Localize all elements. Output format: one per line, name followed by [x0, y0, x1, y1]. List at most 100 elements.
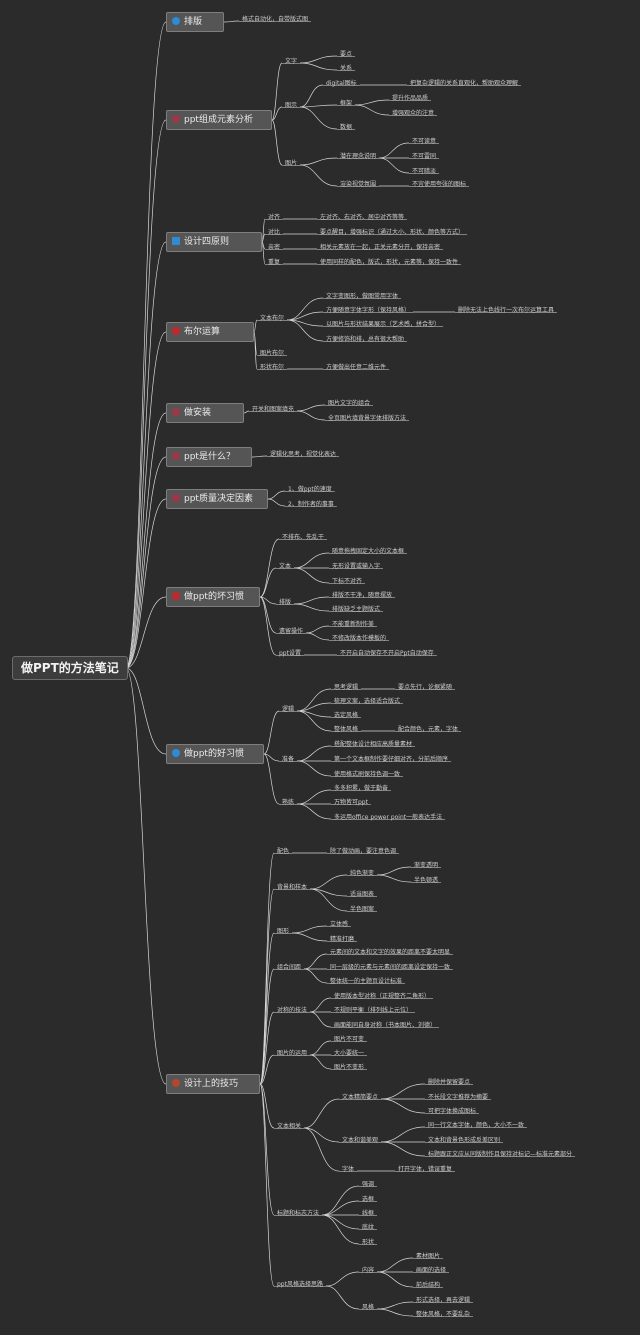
topic-b5[interactable]: 做安装	[166, 403, 244, 423]
node-b2-jidian[interactable]: 要点	[340, 51, 353, 58]
node-b10-wb1[interactable]: 文本精简要点	[342, 1094, 379, 1101]
node-b4-wenben[interactable]: 文本布尔	[260, 315, 285, 322]
node-b9-l3[interactable]: 选定风格	[334, 712, 359, 719]
node-b9-l2[interactable]: 梳理文案，选择适合版式	[334, 698, 401, 705]
root-topic[interactable]: 做PPT的方法笔记	[12, 656, 128, 680]
node-b10-ds1[interactable]: 使用版本型对称（正规整齐二角形）	[334, 993, 431, 1000]
node-b10-wb2[interactable]: 文本和谐美观	[342, 1137, 379, 1144]
node-b8-t2[interactable]: 不修改版本作模板的	[332, 635, 387, 642]
node-b2-biaoshi[interactable]: 图示	[285, 102, 298, 109]
node-b9-l4b[interactable]: 配合颜色，元素，字体	[398, 726, 459, 733]
node-b10-tp_a[interactable]: 图片不可变	[334, 1036, 365, 1043]
node-b9-j3[interactable]: 多运用office power point一般表达手法	[334, 814, 443, 821]
node-b3-qinmi[interactable]: 亲密	[268, 244, 281, 251]
node-b9-l1[interactable]: 思考逻辑	[334, 684, 359, 691]
node-b10-pc[interactable]: ppt风格选择思路	[277, 1281, 323, 1288]
node-b3-cf[interactable]: 使用同样的配色，版式，形状，元素等，保持一致性	[320, 259, 459, 266]
node-b5-fs[interactable]: 开关和图案填充	[252, 406, 295, 413]
node-b10-pc2b[interactable]: 整体风格，不要乱杂	[416, 1311, 471, 1318]
node-b9-zj[interactable]: 准备	[282, 756, 295, 763]
node-b3-db[interactable]: 要点醒目，增强标识（通过大小、形状、颜色等方式）	[320, 229, 465, 236]
node-b9-jq[interactable]: 熟练	[282, 799, 295, 806]
node-b1-a[interactable]: 格式自动化，自带版式图	[242, 16, 309, 23]
node-b2-daorentu[interactable]: 增强观众的注意	[392, 110, 435, 117]
node-b10-ds[interactable]: 对称的技法	[277, 1007, 308, 1014]
topic-b9[interactable]: 做ppt的好习惯	[166, 744, 264, 764]
node-b4-tupian[interactable]: 图片布尔	[260, 350, 285, 357]
node-b4-t1[interactable]: 文字变图形，做图常用字体	[326, 293, 399, 300]
node-b9-z3[interactable]: 使用格式刷保持色调一致	[334, 771, 401, 778]
node-b7-a[interactable]: 1、做ppt的速度	[288, 486, 332, 493]
node-b10-bj3[interactable]: 半色图案	[350, 906, 375, 913]
node-b10-ps[interactable]: 配色	[277, 848, 290, 855]
topic-b7[interactable]: ppt质量决定因素	[166, 489, 268, 509]
node-b10-jk[interactable]: 组合间距	[277, 964, 302, 971]
node-b10-hh5[interactable]: 形状	[362, 1239, 375, 1246]
node-b4-t3[interactable]: 以图片与形状结果展示（艺术感，拼合型）	[326, 321, 441, 328]
node-b5-f2[interactable]: 全页图片填背景字体排版方法	[328, 415, 407, 422]
node-b8-w2[interactable]: 无形设置或输入字	[332, 563, 381, 570]
node-b8-p2[interactable]: 排版缺乏主题版式	[332, 606, 381, 613]
node-b9-lj[interactable]: 逻辑	[282, 706, 295, 713]
node-b10-bj[interactable]: 背景和样本	[277, 884, 308, 891]
node-b8-pp1[interactable]: 不开启自动保存不开启Ppt自动保存	[340, 650, 434, 657]
node-b10-pc2[interactable]: 风格	[362, 1304, 375, 1311]
node-b10-bj1a[interactable]: 渐变透明	[414, 862, 439, 869]
topic-b3[interactable]: 设计四原则	[166, 232, 262, 252]
node-b10-pc2a[interactable]: 形式选择，再去逻辑	[416, 1297, 471, 1304]
node-b10-pc1a[interactable]: 素材图片	[416, 1253, 441, 1260]
node-b3-duiqi[interactable]: 对齐	[268, 214, 281, 221]
node-b2-mubiao2[interactable]: 不可雷同	[412, 153, 437, 160]
node-b2-mubiao1[interactable]: 不可读意	[412, 138, 437, 145]
node-b2-guanxi[interactable]: 关系	[340, 65, 353, 72]
node-b10-hh[interactable]: 标题和标志方法	[277, 1210, 320, 1217]
node-b10-tpsy[interactable]: 图片的运用	[277, 1050, 308, 1057]
node-b4-t4[interactable]: 方便修饰和排，总有很大帮助	[326, 336, 405, 343]
topic-b4[interactable]: 布尔运算	[166, 322, 254, 342]
topic-b10[interactable]: 设计上的技巧	[166, 1074, 260, 1094]
node-b10-wb1c[interactable]: 可把字体换成图标	[428, 1108, 477, 1115]
topic-b6[interactable]: ppt是什么？	[166, 447, 252, 467]
node-b9-l1b[interactable]: 要点先行，论据紧随	[398, 684, 453, 691]
node-b8-a[interactable]: 不排布、先乱干	[282, 534, 325, 541]
node-b2-tupian[interactable]: 图片	[285, 160, 298, 167]
node-b8-ppt[interactable]: ppt设置	[279, 650, 301, 657]
node-b10-wb3[interactable]: 字体	[342, 1166, 355, 1173]
node-b10-tp[interactable]: 图形	[277, 928, 290, 935]
node-b10-wb1a[interactable]: 删除并保留要点	[428, 1079, 471, 1086]
node-b8-t1[interactable]: 不能重新制作美	[332, 621, 375, 628]
node-b9-z2[interactable]: 第一个文本框制作要仔细对齐，分前后顺序	[334, 756, 449, 763]
node-b5-f1[interactable]: 图片文字的组合	[328, 400, 371, 407]
node-b10-hh4[interactable]: 底纹	[362, 1224, 375, 1231]
node-b10-wb2a[interactable]: 同一行文本字体，颜色，大小不一致	[428, 1122, 525, 1129]
node-b10-jk3[interactable]: 整体统一的主题页设计标准	[330, 978, 403, 985]
node-b2-jingshen[interactable]: 渲染视觉氛围	[340, 181, 377, 188]
node-b3-duibi[interactable]: 对比	[268, 229, 281, 236]
node-b10-pc1b[interactable]: 画面的选择	[416, 1267, 447, 1274]
node-b10-wb1b[interactable]: 不长段文字推荐为摘要	[428, 1094, 489, 1101]
node-b10-wb[interactable]: 文本相关	[277, 1123, 302, 1130]
node-b2-mubiao3[interactable]: 不可暗淡	[412, 168, 437, 175]
node-b2-zuopin[interactable]: 提升作品品质	[392, 95, 429, 102]
node-b3-qm[interactable]: 相关元素放在一起，正关元素分开，保持亲密	[320, 244, 441, 251]
node-b2-kuangji[interactable]: 框架	[340, 100, 353, 107]
node-b3-dq[interactable]: 左对齐、右对齐、居中对齐等等	[320, 214, 405, 221]
node-b10-hh1[interactable]: 强调	[362, 1181, 375, 1188]
node-b2-wenzi[interactable]: 文字	[285, 58, 298, 65]
node-b10-wb2b[interactable]: 文本和背景色形成反差区别	[428, 1137, 501, 1144]
node-b2-dianzi[interactable]: digital图标	[326, 80, 357, 87]
node-b3-chongfu[interactable]: 重复	[268, 259, 281, 266]
node-b6-a[interactable]: 逻辑化思考，视觉化表达	[270, 451, 337, 458]
node-b9-l4[interactable]: 整体风格	[334, 726, 359, 733]
node-b8-pb[interactable]: 排版	[279, 599, 292, 606]
node-b8-tz[interactable]: 遗留操作	[279, 628, 304, 635]
node-b2-shuju[interactable]: 数据	[340, 124, 353, 131]
node-b9-j1[interactable]: 多多积累，做于勤奋	[334, 785, 389, 792]
topic-b1[interactable]: 排版	[166, 12, 224, 32]
node-b10-bj2[interactable]: 适当图表	[350, 891, 375, 898]
node-b10-wb3a[interactable]: 打开字体，错误重复	[398, 1166, 453, 1173]
node-b4-xz[interactable]: 方便做出任意二维元件	[326, 364, 387, 371]
node-b10-tp_c[interactable]: 图片不变形	[334, 1064, 365, 1071]
node-b7-b[interactable]: 2、制作者的事事	[288, 501, 334, 508]
node-b10-jk1[interactable]: 元素间的文本和文字的效果的距离不要太明显	[330, 949, 451, 956]
